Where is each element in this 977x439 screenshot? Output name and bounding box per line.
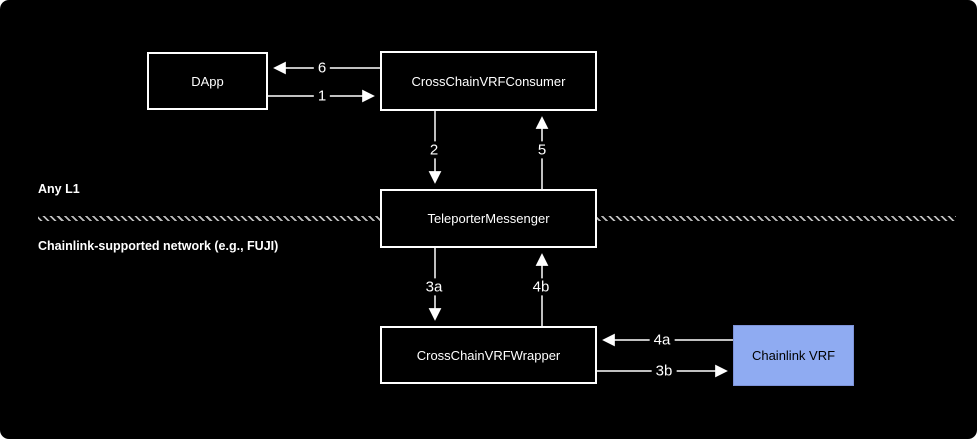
edge-label-4b: 4b <box>528 278 554 296</box>
region-label-chainlink-network: Chainlink-supported network (e.g., FUJI) <box>38 239 279 253</box>
node-crosschain-vrf-consumer: CrossChainVRFConsumer <box>380 51 597 111</box>
node-dapp-label: DApp <box>191 73 224 89</box>
region-label-any-l1: Any L1 <box>38 182 80 196</box>
node-crosschain-vrf-wrapper: CrossChainVRFWrapper <box>380 326 597 384</box>
edge-label-2: 2 <box>425 141 443 159</box>
node-teleporter-messenger: TeleporterMessenger <box>380 189 597 248</box>
node-dapp: DApp <box>147 52 268 110</box>
edge-label-6: 6 <box>313 59 331 77</box>
edge-label-3b: 3b <box>651 362 677 380</box>
node-crosschain-vrf-consumer-label: CrossChainVRFConsumer <box>411 73 566 89</box>
node-crosschain-vrf-wrapper-label: CrossChainVRFWrapper <box>416 347 561 363</box>
edge-label-5: 5 <box>533 141 551 159</box>
node-chainlink-vrf-label: Chainlink VRF <box>751 348 836 363</box>
node-chainlink-vrf: Chainlink VRF <box>733 325 854 386</box>
edge-label-3a: 3a <box>421 278 447 296</box>
node-teleporter-messenger-label: TeleporterMessenger <box>427 211 550 226</box>
edge-label-4a: 4a <box>649 331 675 349</box>
edge-label-1: 1 <box>313 87 331 105</box>
